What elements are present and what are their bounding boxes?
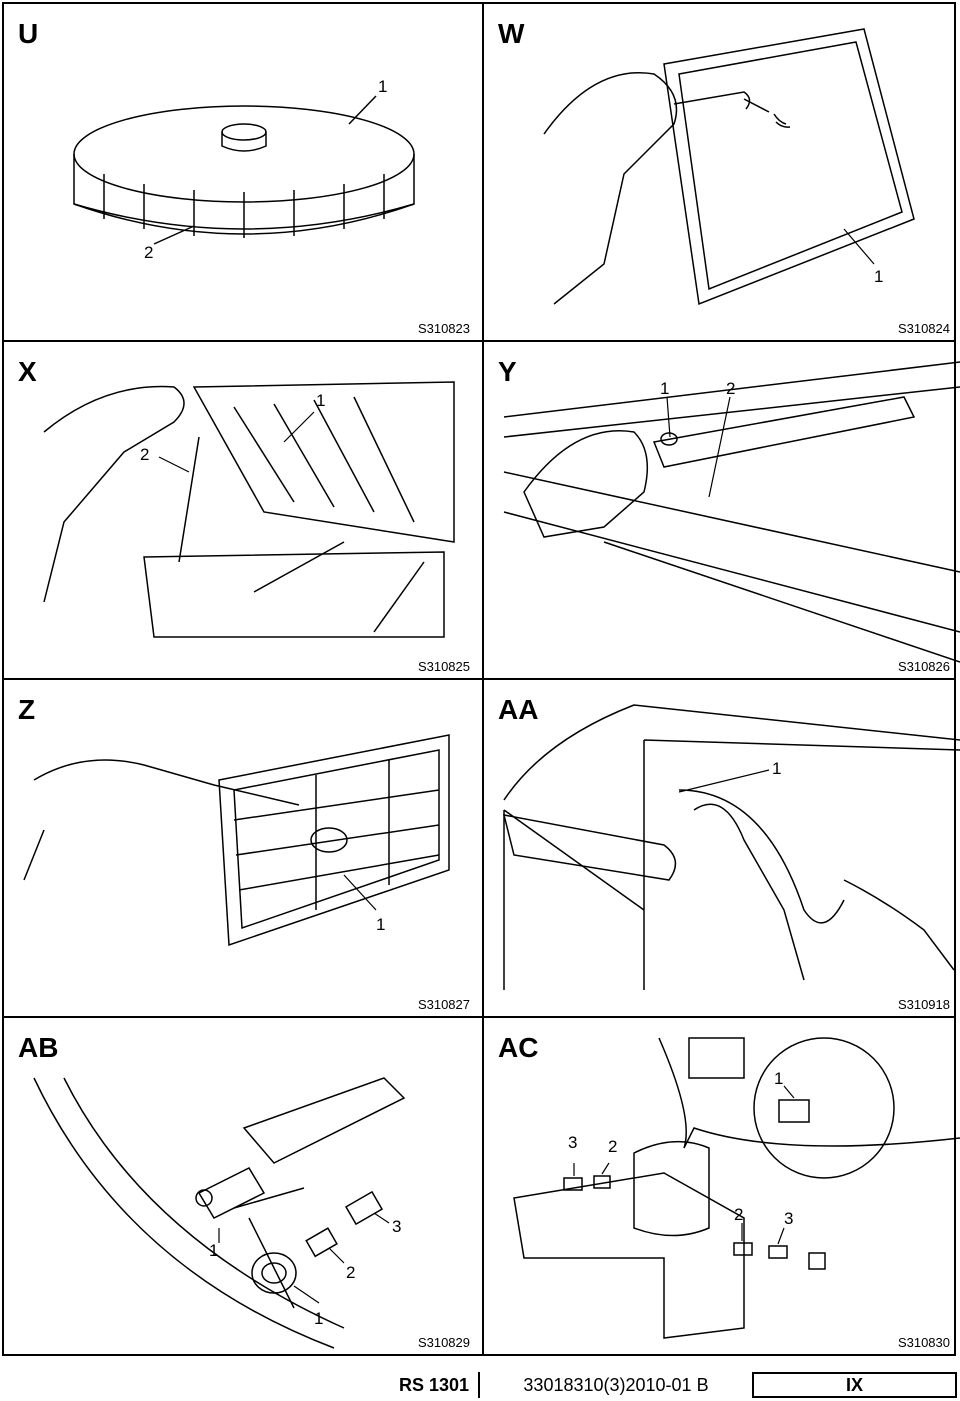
drawing-code: S310826: [897, 659, 950, 674]
nozzle-assembly-illustration: 1 3 2 2 3: [513, 1037, 960, 1339]
drawing-code: S310829: [417, 1335, 470, 1350]
row-divider: [4, 1016, 954, 1018]
model-name: RS 1301: [390, 1372, 480, 1398]
panel-ac: AC 1 3 2 2 3 S310830: [484, 1018, 960, 1354]
callout-2: 2: [346, 1263, 355, 1282]
drawing-code: S310823: [417, 321, 470, 336]
document-number: 33018310(3)2010-01 B: [523, 1374, 709, 1395]
callout-2: 2: [140, 445, 149, 464]
filter-washing-illustration: 1: [543, 28, 915, 306]
fan-wheel-illustration: 2 1: [73, 77, 415, 262]
callout-3: 3: [392, 1217, 401, 1236]
callout-1: 1: [660, 379, 669, 398]
panel-label: W: [498, 18, 525, 49]
drawing-code: S310824: [897, 321, 950, 336]
nozzle-disassembly-illustration: 1 1 2 3: [33, 1077, 406, 1349]
rail-bolt-illustration: 1 2: [503, 361, 960, 663]
panel-z: Z 1 S310827: [4, 680, 480, 1016]
panel-x: X 1 2 S310825: [4, 342, 480, 678]
panel-label: Z: [18, 694, 36, 725]
panel-ab: AB 1 1 2 3 S310829: [4, 1018, 480, 1354]
callout-1: 1: [874, 267, 883, 286]
panel-label: AA: [498, 694, 539, 725]
panel-label: U: [18, 18, 39, 49]
callout-2: 2: [726, 379, 735, 398]
callout-1: 1: [376, 915, 385, 934]
panel-label: AB: [18, 1032, 59, 1063]
drawing-code: S310825: [417, 659, 470, 674]
grille-spraying-illustration: 1: [23, 734, 450, 947]
callout-1: 1: [316, 391, 325, 410]
row-divider: [4, 678, 954, 680]
panel-y: Y 1 2 S310826: [484, 342, 960, 678]
panel-label: X: [18, 356, 37, 387]
panel-aa: AA 1 S310918: [484, 680, 960, 1016]
nozzle-blowing-illustration: 1: [502, 704, 960, 990]
panel-label: AC: [498, 1032, 539, 1063]
page-number: IX: [752, 1372, 957, 1398]
callout-1: 1: [314, 1309, 323, 1328]
panel-u: U 2 1 S310823: [4, 4, 480, 340]
callout-1: 1: [209, 1241, 218, 1260]
callout-1: 1: [772, 759, 781, 778]
manual-page: U 2 1 S310823 W: [2, 2, 960, 1356]
callout-1: 1: [774, 1069, 783, 1088]
callout-1: 1: [378, 77, 387, 96]
panel-w: W 1 S310824: [484, 4, 960, 340]
callout-2: 2: [144, 243, 153, 262]
callout-3: 3: [784, 1209, 793, 1228]
page-footer: RS 1301 33018310(3)2010-01 B IX: [0, 1372, 960, 1401]
drawing-code: S310827: [417, 997, 470, 1012]
panel-label: Y: [498, 356, 517, 387]
callout-3: 3: [568, 1133, 577, 1152]
drawing-code: S310830: [897, 1335, 950, 1350]
row-divider: [4, 340, 954, 342]
callout-2: 2: [608, 1137, 617, 1156]
filter-removal-illustration: 1 2: [43, 381, 455, 638]
drawing-code: S310918: [897, 997, 950, 1012]
callout-2: 2: [734, 1205, 743, 1224]
